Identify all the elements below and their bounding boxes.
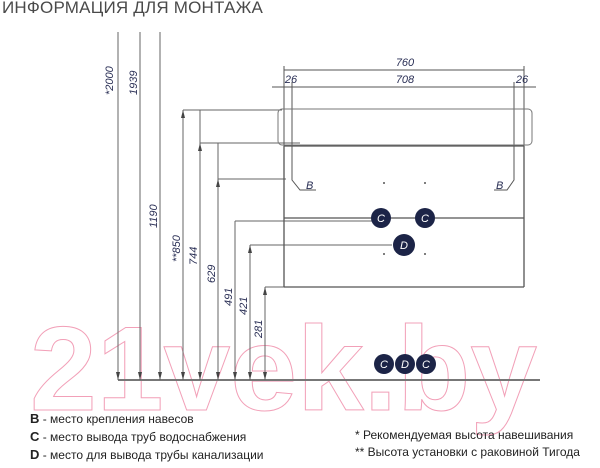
marker-d-center: D: [393, 234, 415, 256]
note-install-height: ** Высота установки с раковиной Тигода: [355, 445, 580, 459]
page-title: ИНФОРМАЦИЯ ДЛЯ МОНТАЖА: [2, 0, 264, 17]
svg-text:C: C: [422, 359, 430, 371]
dim-label-629: 629: [206, 265, 218, 283]
dim-label-26-left: 26: [284, 74, 298, 86]
dim-label-1190: 1190: [148, 203, 160, 228]
svg-text:D: D: [400, 240, 408, 252]
dim-label-1939: 1939: [128, 71, 140, 95]
cabinet-outline: [283, 145, 525, 288]
dim-label-421: 421: [238, 297, 250, 315]
legend-item-c: C - место вывода труб водоснабжения: [30, 429, 247, 444]
marker-c-left: C: [371, 208, 391, 228]
marker-b-right: B: [496, 180, 503, 192]
legend-notes: * Рекомендуемая высота навешивания ** Вы…: [355, 427, 580, 461]
mounting-rail: [277, 108, 533, 146]
svg-text:C: C: [377, 213, 385, 225]
dim-label-850: **850: [171, 234, 183, 262]
dim-label-491: 491: [223, 288, 235, 306]
marker-b-left: B: [306, 180, 313, 192]
dim-label-744: 744: [188, 247, 200, 265]
dim-label-760: 760: [396, 57, 415, 69]
legend-keys: B - место крепления навесов C - место вы…: [30, 410, 264, 464]
floor-markers: C D C: [374, 354, 436, 374]
dim-label-26-right: 26: [515, 74, 529, 86]
watermark: 21vek.by: [30, 302, 538, 437]
dim-label-708: 708: [396, 74, 415, 86]
legend-item-d: D - место для вывода трубы канализации: [30, 447, 264, 462]
note-recommended-height: * Рекомендуемая высота навешивания: [355, 428, 574, 442]
svg-text:21vek.by: 21vek.by: [30, 302, 537, 436]
legend-item-b: B - место крепления навесов: [30, 411, 194, 426]
svg-text:C: C: [421, 213, 429, 225]
dim-label-281: 281: [253, 320, 265, 339]
marker-c-right: C: [415, 208, 435, 228]
dim-label-2000: *2000: [104, 65, 116, 95]
svg-text:C: C: [380, 359, 388, 371]
svg-text:D: D: [401, 359, 409, 371]
